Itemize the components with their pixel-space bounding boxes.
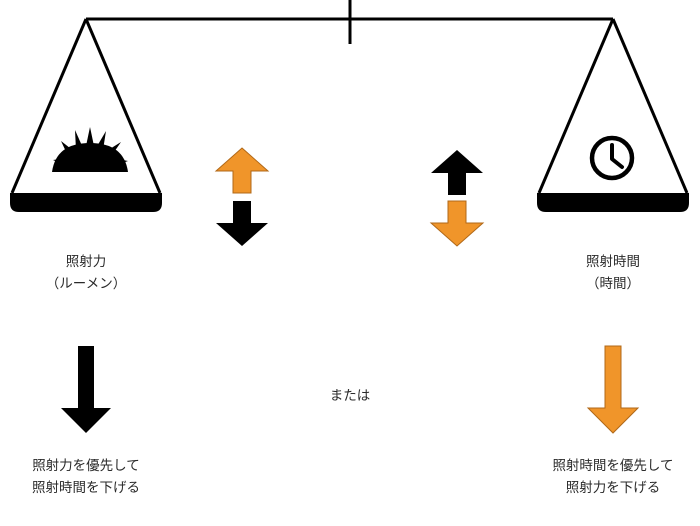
right-pan-label: 照射時間 （時間） [563,251,663,295]
left-pan-label-line1: 照射力 [65,254,107,270]
left-indicator-up-arrow [214,147,270,194]
center-or-text: または [300,385,400,407]
right-result-line2: 照射力を下げる [565,480,661,496]
sunburst-icon [52,127,128,172]
left-scale-pan [10,18,162,212]
left-result-line2: 照射時間を下げる [32,480,140,496]
right-result-line1: 照射時間を優先して [552,458,674,474]
left-pan-string-left [10,18,88,194]
left-result-line1: 照射力を優先して [32,458,140,474]
left-result-down-arrow [61,346,111,433]
right-result-text: 照射時間を優先して 照射力を下げる [528,455,698,499]
center-or-text-value: または [329,388,371,404]
left-pan-label-line2: （ルーメン） [45,276,127,292]
right-indicator-up-arrow [431,150,483,195]
right-pan-base [537,193,689,212]
right-pan-label-line2: （時間） [586,276,640,292]
left-result-text: 照射力を優先して 照射時間を下げる [6,455,166,499]
left-pan-base [10,193,162,212]
right-scale-pan [537,18,689,212]
right-pan-string-left [537,18,615,194]
left-indicator-arrows [214,147,270,246]
left-indicator-down-arrow [216,201,268,246]
right-result-down-arrow [586,345,640,434]
clock-icon [589,135,635,181]
right-pan-label-line1: 照射時間 [586,254,640,270]
right-pan-string-right [611,18,689,194]
left-pan-label: 照射力 （ルーメン） [36,251,136,295]
left-pan-string-right [84,18,162,194]
right-indicator-down-arrow [429,200,485,247]
right-indicator-arrows [429,150,485,247]
